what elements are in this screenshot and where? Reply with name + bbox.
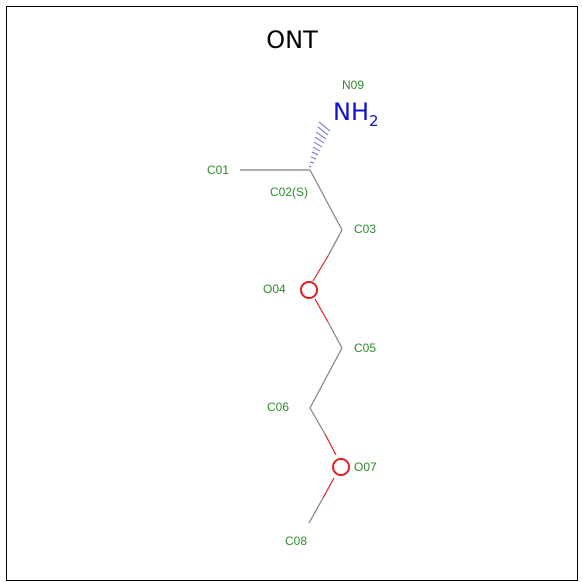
molecule-title: ONT	[266, 26, 318, 54]
bond-c03-o04-oxygen	[312, 255, 329, 282]
atom-label-c01: C01	[207, 163, 229, 177]
amine-group: NH2	[333, 98, 379, 130]
atom-label-c02: C02(S)	[270, 185, 308, 199]
bond-c06-o07-oxygen	[324, 433, 337, 456]
oxygen-atom-o04	[300, 281, 318, 299]
atom-label-o04: O04	[263, 282, 286, 296]
amine-nh: NH	[333, 98, 369, 126]
bond-o04-c05-oxygen	[314, 298, 329, 323]
atom-label-c08: C08	[285, 534, 307, 548]
bond-o07-c08-carbon	[308, 497, 324, 524]
amine-subscript: 2	[369, 112, 379, 130]
atom-label-n09: N09	[342, 78, 364, 92]
atom-label-c03: C03	[354, 222, 376, 236]
bond-o04-c05-carbon	[327, 321, 343, 349]
diagram-frame: ONT	[6, 6, 578, 581]
hashed-wedge-bond	[308, 121, 331, 168]
bond-c05-c06	[309, 347, 343, 409]
bond-o07-c08-oxygen	[322, 477, 335, 499]
atom-label-o07: O07	[354, 460, 377, 474]
bond-c06-o07-carbon	[309, 407, 326, 435]
atom-label-c05: C05	[354, 341, 376, 355]
oxygen-atom-o07	[332, 458, 350, 476]
atom-label-c06: C06	[267, 400, 289, 414]
bond-c03-o04-carbon	[327, 229, 343, 257]
bond-c02-c03	[309, 169, 343, 231]
